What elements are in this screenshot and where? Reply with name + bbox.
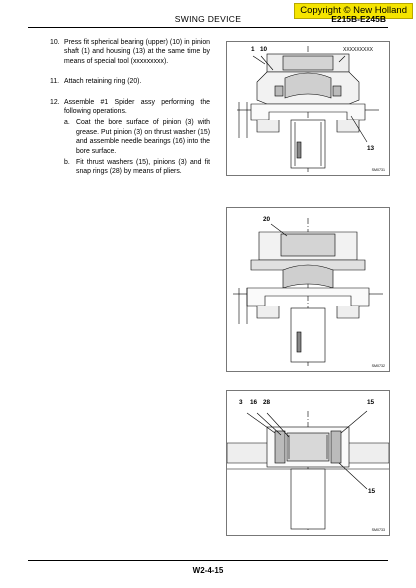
step-text: Press fit spherical bearing (upper) (10)…	[64, 39, 210, 65]
step-number: 11.	[50, 78, 60, 86]
callout-13: 13	[367, 145, 375, 152]
header-model: E215B-E245B	[331, 14, 386, 24]
callout-1: 1	[251, 46, 255, 53]
callout-3: 3	[239, 399, 243, 406]
special-tool-label: XXXXXXXXX	[343, 47, 374, 53]
header-title: SWING DEVICE	[174, 14, 242, 24]
step-text: Assemble #1 Spider assy performing the f…	[64, 98, 210, 116]
substep-text: Coat the bore surface of pinion (3) with…	[76, 119, 210, 155]
copyright-badge: Copyright © New Holland	[294, 3, 413, 19]
header-rule	[28, 27, 388, 28]
step-text: Attach retaining ring (20).	[64, 78, 142, 86]
callout-20: 20	[263, 216, 271, 223]
figure-2-drawing	[233, 218, 383, 366]
step-number: 12.	[50, 98, 60, 106]
figure-1-drawing	[237, 46, 379, 172]
figure-code: SM0733	[371, 528, 385, 532]
callout-10: 10	[260, 46, 268, 53]
step-11: 11. Attach retaining ring (20).	[50, 77, 210, 86]
figure-3: 3 16 28 15 15 SM0733	[226, 390, 390, 536]
callout-15-bottom: 15	[368, 488, 376, 495]
figure-code: SM0731	[371, 168, 385, 172]
substep-b: b. Fit thrust washers (15), pinions (3) …	[64, 158, 210, 177]
step-number: 10.	[50, 39, 60, 46]
substep-text: Fit thrust washers (15), pinions (3) and…	[76, 159, 210, 176]
substep-letter: a.	[64, 119, 70, 127]
figure-2: 20 SM0732	[226, 207, 390, 372]
step-10: 10. Press fit spherical bearing (upper) …	[50, 38, 210, 66]
callout-15-top: 15	[367, 399, 375, 406]
figure-3-drawing	[227, 410, 389, 531]
substep-letter: b.	[64, 159, 70, 167]
callout-16: 16	[250, 399, 258, 406]
figure-1: 1 10 XXXXXXXXX 13 SM0731	[226, 41, 390, 176]
page-number: W2-4-15	[192, 566, 224, 575]
figure-code: SM0732	[371, 364, 385, 368]
step-list: 10. Press fit spherical bearing (upper) …	[50, 38, 210, 188]
step-12: 12. Assemble #1 Spider assy performing t…	[50, 98, 210, 177]
substep-a: a. Coat the bore surface of pinion (3) w…	[64, 118, 210, 156]
footer-rule	[28, 560, 388, 561]
callout-28: 28	[263, 399, 271, 406]
